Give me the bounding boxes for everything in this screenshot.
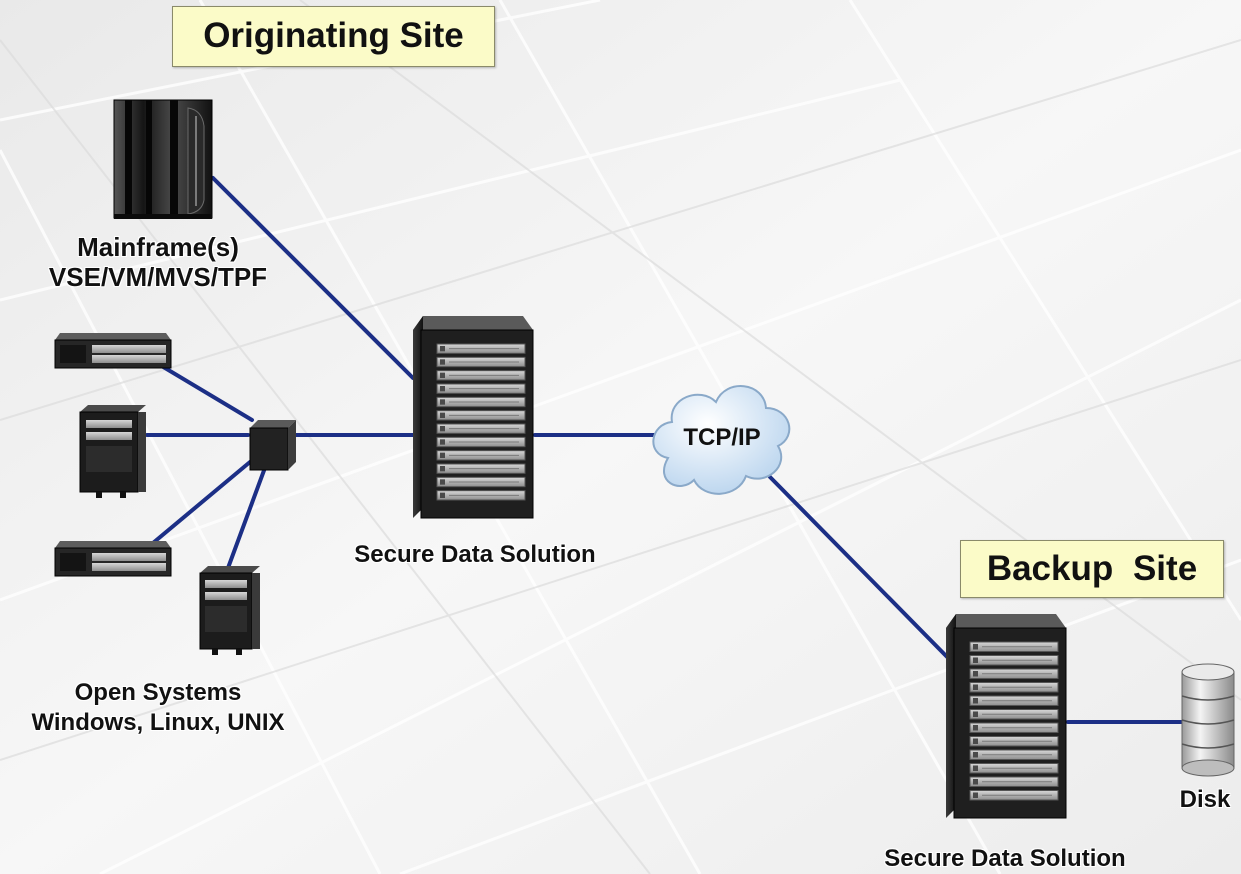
tower-server-icon <box>79 405 146 498</box>
open-systems-label-line1: Open Systems <box>74 679 242 706</box>
network-switch-icon <box>249 420 296 471</box>
tower-server-icon <box>199 566 260 655</box>
rack1-switch-link <box>158 363 254 422</box>
cloud-backup-link <box>768 475 959 669</box>
server-rack-icon <box>413 316 534 519</box>
tcp-ip-label: TCP/IP <box>683 424 761 451</box>
cloud-icon <box>652 385 791 495</box>
mainframe-label: Mainframe(s) VSE/VM/MVS/TPF <box>30 232 286 292</box>
mainframe-label-line1: Mainframe(s) <box>77 232 239 262</box>
rack-server-icon <box>54 333 172 369</box>
secure-data-solution-primary-label: Secure Data Solution <box>354 541 596 568</box>
open-systems-label: Open Systems Windows, Linux, UNIX <box>8 678 308 738</box>
mainframe-link <box>211 176 415 380</box>
server-rack-icon <box>946 614 1067 819</box>
open-systems-label-line2: Windows, Linux, UNIX <box>31 709 285 736</box>
secure-data-solution-backup-label: Secure Data Solution <box>884 845 1126 872</box>
originating-site-title: Originating Site <box>172 6 495 67</box>
mainframe-label-line2: VSE/VM/MVS/TPF <box>48 262 268 292</box>
disk-label: Disk <box>1179 786 1231 813</box>
tower2-switch-link <box>226 463 268 570</box>
backup-site-title: Backup Site <box>960 540 1224 598</box>
rack-server-icon <box>54 541 172 577</box>
disk-icon <box>1181 663 1235 777</box>
connection-lines <box>133 176 1184 724</box>
mainframe-icon <box>113 99 213 219</box>
